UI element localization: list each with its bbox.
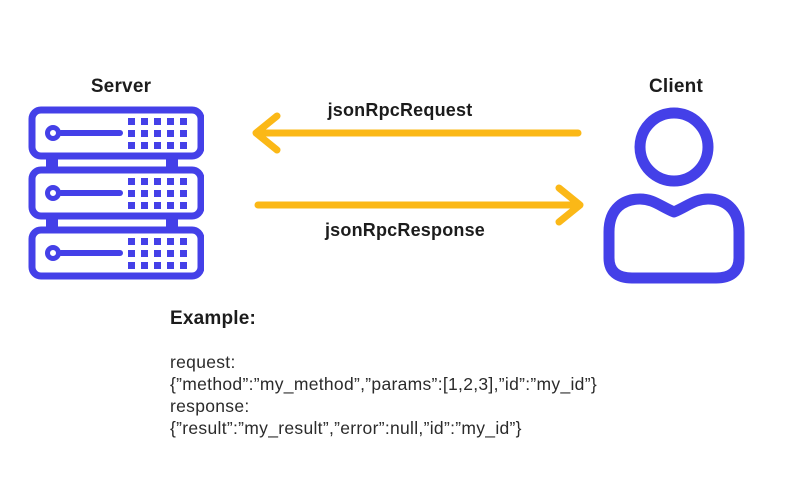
arrow-right-icon — [254, 184, 584, 226]
server-rack-icon — [28, 106, 204, 280]
example-heading: Example: — [170, 308, 257, 329]
example-request-json: {”method”:”my_method”,”params”:[1,2,3],”… — [170, 374, 597, 394]
person-head — [634, 107, 714, 187]
request-arrow-label: jsonRpcRequest — [327, 100, 473, 120]
person-icon — [603, 107, 745, 284]
server-label: Server — [90, 76, 152, 97]
example-code-block: request: {”method”:”my_method”,”params”:… — [170, 351, 597, 439]
person-body — [603, 193, 745, 284]
client-label: Client — [649, 76, 703, 97]
example-response-json: {”result”:”my_result”,”error”:null,”id”:… — [170, 418, 522, 438]
example-response-label: response: — [170, 396, 250, 416]
arrow-left-icon — [252, 112, 582, 154]
response-arrow-label: jsonRpcResponse — [324, 220, 486, 240]
example-request-label: request: — [170, 352, 236, 372]
